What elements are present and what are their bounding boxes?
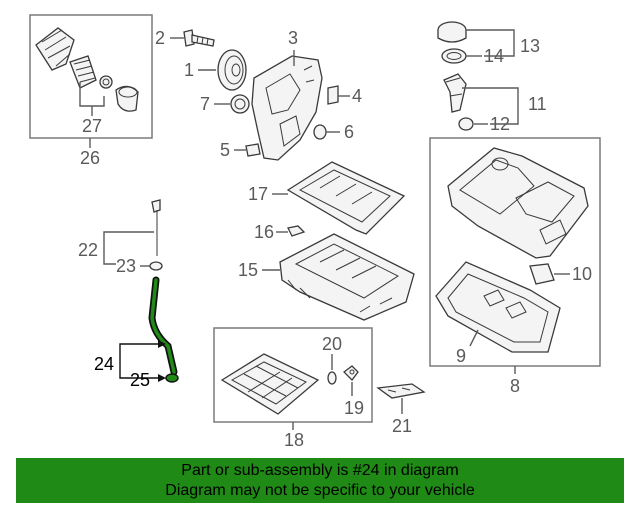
valve-cover[interactable] [447,147,589,259]
callout-22[interactable]: 22 [78,240,98,260]
callout-16[interactable]: 16 [254,222,274,242]
oil-filter-element[interactable] [69,55,97,89]
baffle-gasket[interactable] [287,225,306,237]
lower-oil-pan[interactable] [220,353,320,415]
callout-23[interactable]: 23 [116,256,136,276]
oil-filler-cap[interactable] [437,21,467,43]
leader-11 [462,87,519,125]
dipstick-o-ring[interactable] [149,261,163,271]
callout-13[interactable]: 13 [520,36,540,56]
dipstick-tube-highlighted[interactable] [148,276,178,376]
leader-13 [466,29,515,57]
hose-o-ring[interactable] [458,117,474,131]
callout-1[interactable]: 1 [184,60,194,80]
pan-bracket[interactable] [376,383,426,399]
highlight-notice-banner: Part or sub-assembly is #24 in diagram D… [16,458,624,503]
drain-plug[interactable] [327,371,337,385]
callout-15[interactable]: 15 [238,260,258,280]
callout-19[interactable]: 19 [344,398,364,418]
oil-filter-housing[interactable] [35,27,75,71]
cover-bracket[interactable] [245,143,261,157]
filter-o-ring[interactable] [99,75,113,89]
cover-o-ring[interactable] [313,124,327,140]
timing-cover[interactable] [251,55,323,161]
callout-20[interactable]: 20 [322,334,342,354]
filter-cap[interactable] [115,85,139,112]
callout-27[interactable]: 27 [82,116,102,136]
oil-baffle[interactable] [286,161,406,235]
callout-2[interactable]: 2 [155,28,165,48]
leader-9 [469,329,479,347]
callout-5[interactable]: 5 [220,140,230,160]
callout-4[interactable]: 4 [352,86,362,106]
exploded-parts-diagram: 27 26 2 1 7 3 4 6 [29,14,601,450]
callout-14[interactable]: 14 [484,46,504,66]
valve-cover-gasket[interactable] [435,261,561,353]
callout-8[interactable]: 8 [510,376,520,396]
callout-18[interactable]: 18 [284,430,304,450]
callout-21[interactable]: 21 [392,416,412,436]
callout-24[interactable]: 24 [94,354,114,374]
callout-6[interactable]: 6 [344,122,354,142]
callout-9[interactable]: 9 [456,346,466,366]
drain-plug-washer[interactable] [343,365,359,381]
callout-3[interactable]: 3 [288,28,298,48]
leader-24-arrow [158,340,166,348]
crankshaft-pulley[interactable] [217,49,247,91]
leader-22 [103,231,154,265]
callout-17[interactable]: 17 [248,184,268,204]
leader-24 [119,343,164,379]
cover-cap[interactable] [327,85,339,105]
filler-cap-gasket[interactable] [441,48,467,64]
callout-12[interactable]: 12 [490,114,510,134]
callout-10[interactable]: 10 [572,264,592,284]
front-seal[interactable] [230,94,250,114]
callout-26[interactable]: 26 [80,148,100,168]
callout-25[interactable]: 25 [130,370,150,390]
breather-hose[interactable] [443,73,467,113]
crank-bolt[interactable] [183,29,215,47]
group-box-26 [29,14,153,139]
callout-11[interactable]: 11 [528,94,547,114]
upper-oil-pan[interactable] [279,233,415,321]
callout-7[interactable]: 7 [200,94,210,114]
pcv-valve[interactable] [529,263,555,285]
dipstick-tube-o-ring[interactable] [165,373,179,383]
oil-dipstick[interactable] [151,199,161,256]
banner-line-part: Part or sub-assembly is #24 in diagram [181,462,459,479]
leader-25-arrow [158,374,166,382]
banner-line-disclaimer: Diagram may not be specific to your vehi… [165,482,475,499]
